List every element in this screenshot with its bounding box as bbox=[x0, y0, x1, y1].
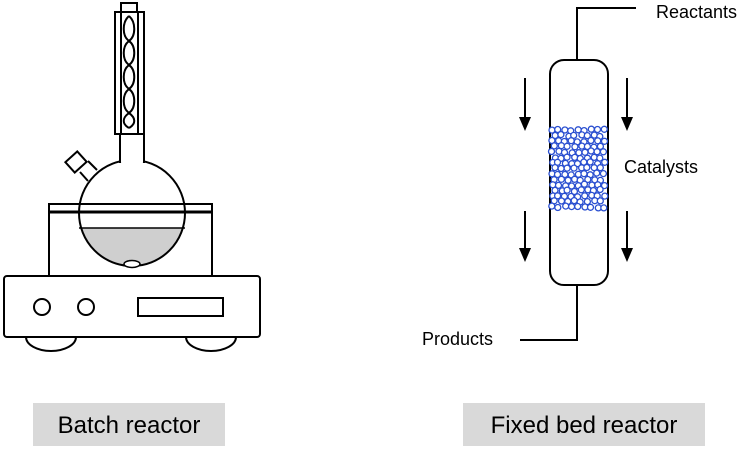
catalyst-particle bbox=[567, 202, 576, 211]
catalyst-particle bbox=[562, 202, 570, 210]
catalyst-particle bbox=[583, 131, 591, 140]
batch-reactor bbox=[3, 2, 261, 352]
condenser-jacket bbox=[114, 11, 145, 135]
catalysts-label: Catalysts bbox=[624, 157, 698, 177]
catalyst-particle bbox=[557, 175, 566, 183]
catalyst-particle bbox=[587, 125, 595, 133]
catalyst-particle bbox=[594, 137, 602, 145]
catalyst-particle bbox=[563, 186, 571, 194]
catalyst-particle bbox=[574, 202, 582, 211]
catalyst-particle bbox=[563, 153, 571, 161]
catalyst-particle bbox=[593, 125, 602, 134]
catalyst-particle bbox=[577, 186, 585, 194]
catalyst-particle bbox=[557, 197, 566, 205]
catalyst-particle bbox=[550, 142, 558, 150]
catalyst-particle bbox=[554, 203, 562, 212]
products-label: Products bbox=[422, 329, 493, 349]
hot-plate-knob-2 bbox=[77, 298, 95, 316]
arrow-down-icon bbox=[621, 211, 633, 262]
catalyst-particle bbox=[551, 163, 559, 172]
catalyst-particle bbox=[571, 143, 579, 151]
side-neck-stopper bbox=[63, 150, 89, 174]
fixed-bed-reactor bbox=[519, 7, 636, 341]
catalyst-particle bbox=[554, 181, 563, 190]
catalyst-particle bbox=[596, 185, 604, 194]
outlet-pipe bbox=[520, 285, 578, 341]
catalyst-particle bbox=[553, 170, 562, 179]
catalyst-particle bbox=[570, 196, 578, 205]
reactants-label: Reactants bbox=[656, 2, 737, 22]
stir-bar bbox=[123, 259, 141, 269]
catalyst-particle bbox=[583, 163, 591, 172]
catalyst-particle bbox=[600, 181, 609, 190]
arrow-down-icon bbox=[621, 78, 633, 131]
catalyst-particle bbox=[580, 180, 589, 188]
catalyst-particle bbox=[600, 204, 608, 212]
hot-plate bbox=[3, 275, 261, 352]
catalyst-particle bbox=[557, 164, 565, 173]
hot-plate-knob-1 bbox=[33, 298, 51, 316]
flask-neck bbox=[120, 134, 144, 162]
catalyst-particle bbox=[586, 158, 594, 166]
catalyst-particle bbox=[584, 175, 592, 184]
arrow-down-icon bbox=[519, 78, 531, 131]
catalyst-particle bbox=[547, 147, 556, 156]
catalyst-particle bbox=[586, 203, 595, 211]
catalyst-particle bbox=[581, 148, 589, 156]
fixed-bed-caption-box: Fixed bed reactor bbox=[463, 403, 705, 446]
catalyst-particle bbox=[567, 137, 575, 145]
batch-caption: Batch reactor bbox=[58, 412, 201, 439]
catalyst-particle bbox=[599, 148, 608, 156]
catalyst-particle bbox=[596, 197, 604, 205]
catalyst-particle bbox=[596, 142, 605, 151]
fixed-bed-caption: Fixed bed reactor bbox=[491, 412, 678, 439]
catalyst-particle bbox=[596, 164, 604, 172]
catalyst-particle bbox=[601, 192, 609, 200]
catalyst-bed bbox=[547, 125, 609, 212]
catalyst-particle bbox=[600, 125, 608, 133]
catalyst-particle bbox=[593, 148, 601, 156]
catalyst-particle bbox=[600, 137, 609, 145]
hot-plate-foot-left bbox=[25, 336, 77, 352]
catalyst-particle bbox=[570, 187, 579, 196]
catalyst-particle bbox=[553, 192, 562, 200]
catalyst-particle bbox=[567, 182, 576, 190]
catalyst-particle bbox=[557, 130, 565, 139]
catalyst-particle bbox=[601, 158, 609, 166]
inlet-pipe bbox=[576, 7, 636, 60]
catalyst-particle bbox=[599, 169, 608, 178]
condenser-coil bbox=[122, 15, 136, 129]
flask-side-neck bbox=[79, 160, 98, 182]
condenser bbox=[114, 2, 145, 135]
hot-plate-display bbox=[137, 297, 224, 317]
arrow-down-icon bbox=[519, 211, 531, 262]
catalyst-particle bbox=[554, 125, 562, 134]
catalyst-particle bbox=[563, 142, 571, 150]
catalyst-particle bbox=[587, 147, 595, 155]
catalyst-particle bbox=[593, 169, 601, 177]
flow-arrows bbox=[519, 78, 633, 262]
catalyst-particle bbox=[581, 192, 589, 200]
catalyst-particle bbox=[548, 202, 556, 210]
hot-plate-foot-right bbox=[185, 336, 237, 352]
batch-caption-box: Batch reactor bbox=[33, 403, 225, 446]
catalyst-particle bbox=[587, 136, 595, 145]
catalyst-particle bbox=[563, 164, 571, 172]
condenser-top-cap bbox=[120, 2, 138, 13]
catalyst-particle bbox=[570, 164, 578, 172]
catalyst-particle bbox=[580, 170, 588, 178]
